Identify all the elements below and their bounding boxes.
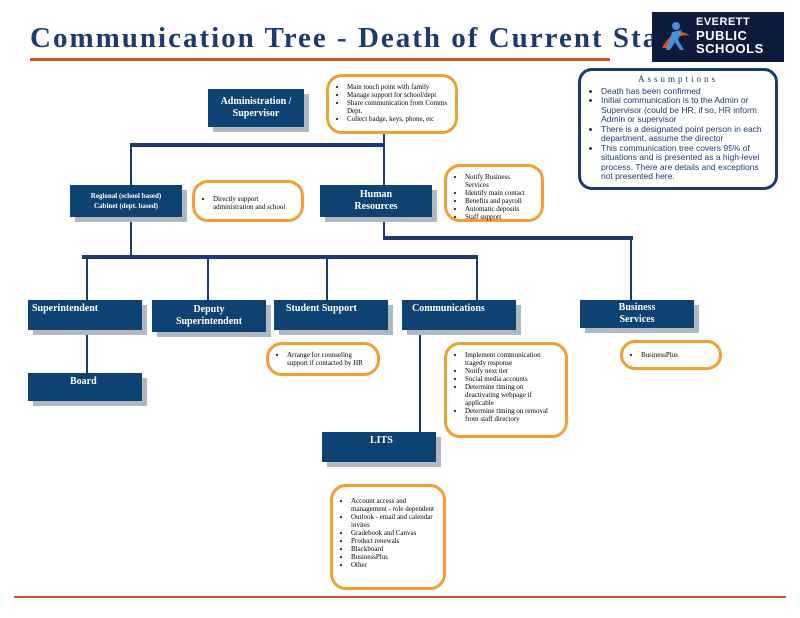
node-label: Administration / — [220, 96, 292, 107]
note-item: Social media accounts — [465, 375, 559, 383]
assumptions-title: Assumptions — [637, 74, 718, 84]
connector-line — [130, 218, 132, 256]
connector-line — [326, 258, 328, 300]
note-item: BusinessPlus — [351, 553, 437, 561]
assumption-item: There is a designated point person in ea… — [601, 124, 767, 144]
page-title: Communication Tree - Death of Current St… — [30, 22, 683, 54]
assumption-item: Death has been confirmed — [601, 86, 767, 97]
node-deputy-superintendent: Deputy Superintendent — [152, 300, 266, 332]
note-item: Identify main contact — [465, 189, 535, 197]
node-student-support: Student Support — [274, 300, 388, 330]
note-communications: Implement communication tragedy response… — [444, 342, 568, 438]
node-label: Deputy — [193, 304, 225, 315]
connector-line — [383, 217, 385, 239]
assumptions-box: Assumptions Death has been confirmed Ini… — [578, 68, 778, 190]
assumption-item: This communication tree covers 95% of si… — [601, 143, 767, 182]
title-underline — [30, 58, 610, 61]
node-business-services: Business Services — [580, 300, 694, 328]
logo-line-2: PUBLIC — [696, 28, 748, 43]
connector-line — [86, 331, 88, 373]
node-label: Business — [618, 302, 656, 313]
logo-line-1: EVERETT — [696, 16, 751, 28]
note-item: Benefits and payroll — [465, 197, 535, 205]
connector-line — [383, 236, 633, 240]
note-student-support: Arrange for counseling support if contac… — [266, 342, 380, 376]
node-label: Regional (school based) — [90, 192, 162, 200]
node-administration-supervisor: Administration / Supervisor — [208, 89, 304, 127]
note-item: Manage support for school/dept — [347, 91, 449, 99]
node-communications: Communications — [402, 300, 516, 330]
connector-line — [630, 238, 632, 300]
connector-line — [476, 258, 478, 300]
note-administration: Main touch point with family Manage supp… — [326, 74, 458, 134]
note-item: Product renewals — [351, 537, 437, 545]
node-label: Board — [70, 376, 97, 387]
node-label: Student Support — [286, 303, 357, 314]
logo-figure-icon — [662, 22, 690, 50]
note-item: Gradebook and Canvas — [351, 529, 437, 537]
note-item: Account access and management - role dep… — [351, 497, 437, 513]
note-item: Implement communication tragedy response — [465, 351, 559, 367]
node-label: LITS — [370, 435, 393, 446]
assumption-item: Initial communication is to the Admin or… — [601, 95, 767, 125]
note-item: Determine timing on deactivating webpage… — [465, 383, 559, 407]
note-regional: Directly support administration and scho… — [192, 180, 304, 222]
node-regional-cabinet: Regional (school based) Cabinet (dept. b… — [70, 185, 182, 217]
note-item: Staff support — [465, 213, 535, 221]
node-lits: LITS — [322, 432, 436, 462]
note-business-services: BusinessPlus — [620, 340, 722, 370]
note-item: Determine timing on removal from staff d… — [465, 407, 559, 423]
note-item: Directly support administration and scho… — [213, 195, 295, 211]
node-human-resources: Human Resources — [320, 185, 432, 217]
note-lits: Account access and management - role dep… — [330, 484, 446, 590]
note-item: BusinessPlus — [641, 351, 713, 359]
node-label: Cabinet (dept. based) — [94, 202, 158, 210]
node-board: Board — [28, 373, 142, 401]
note-item: Notify Business Services — [465, 173, 535, 189]
note-human-resources: Notify Business Services Identify main c… — [444, 164, 544, 222]
connector-line — [82, 255, 478, 259]
connector-line — [207, 258, 209, 300]
note-item: Other — [351, 561, 437, 569]
node-label: Human — [359, 189, 393, 200]
connector-line — [419, 331, 421, 433]
node-label: Superintendent — [32, 303, 99, 314]
note-item: Outlook - email and calendar invites — [351, 513, 437, 529]
note-item: Collect badge, keys, phone, etc — [347, 115, 449, 123]
note-item: Share communication from Comms Dept. — [347, 99, 449, 115]
node-label: Communications — [412, 303, 485, 314]
note-item: Notify next tier — [465, 367, 559, 375]
connector-line — [383, 128, 385, 146]
note-item: Automatic deposits — [465, 205, 535, 213]
bottom-divider — [14, 596, 786, 598]
connector-line — [86, 258, 88, 300]
node-superintendent: Superintendent — [28, 300, 142, 330]
connector-line — [383, 145, 385, 185]
connector-line — [130, 145, 132, 185]
node-label: Services — [619, 314, 655, 325]
note-item: Main touch point with family — [347, 83, 449, 91]
node-label: Superintendent — [175, 316, 243, 327]
logo-line-3: SCHOOLS — [696, 41, 764, 56]
node-label: Supervisor — [232, 108, 280, 119]
district-logo: EVERETT PUBLIC SCHOOLS — [652, 12, 784, 62]
note-item: Blackboard — [351, 545, 437, 553]
connector-line — [130, 143, 384, 147]
node-label: Resources — [354, 201, 398, 212]
note-item: Arrange for counseling support if contac… — [287, 351, 371, 367]
